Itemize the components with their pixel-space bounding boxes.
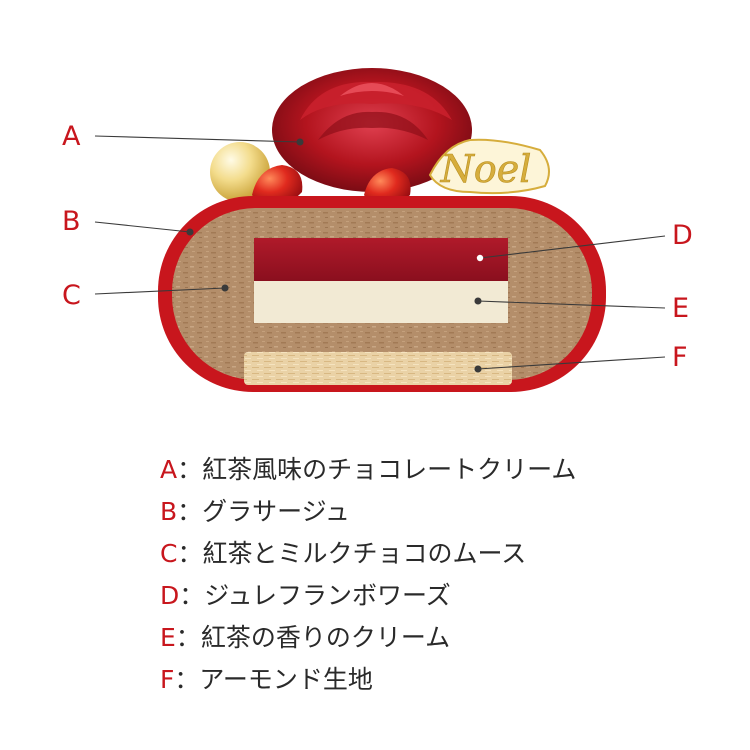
leader-lines xyxy=(94,135,666,373)
callout-label-a: A xyxy=(62,121,81,152)
leader-dot-b xyxy=(186,228,194,236)
legend-item-d: D：ジュレフランボワーズ xyxy=(160,579,720,621)
legend-item-c: C：紅茶とミルクチョコのムース xyxy=(160,537,720,579)
leader-dot-a xyxy=(296,138,304,146)
legend-separator: ： xyxy=(177,455,203,484)
legend-separator: ： xyxy=(179,581,205,610)
legend-letter: A xyxy=(160,455,178,484)
rose-decoration xyxy=(272,68,472,192)
callout-label-b: B xyxy=(62,206,81,237)
jelly-layer xyxy=(254,238,508,281)
legend-separator: ： xyxy=(174,665,200,694)
leader-line-f xyxy=(477,356,666,370)
legend: A：紅茶風味のチョコレートクリーム B：グラサージュ C：紅茶とミルクチョコのム… xyxy=(160,453,720,705)
raspberry-center xyxy=(364,168,411,206)
leader-dot-e xyxy=(474,297,482,305)
legend-letter: E xyxy=(160,623,176,652)
callout-label-c: C xyxy=(62,280,81,311)
legend-letter: F xyxy=(160,665,175,694)
leader-line-b xyxy=(94,221,191,233)
legend-item-f: F：アーモンド生地 xyxy=(160,663,720,705)
sponge-layer xyxy=(244,352,512,385)
leader-line-a xyxy=(94,135,301,143)
leader-line-e xyxy=(477,300,666,309)
legend-item-b: B：グラサージュ xyxy=(160,495,720,537)
legend-item-a: A：紅茶風味のチョコレートクリーム xyxy=(160,453,720,495)
legend-text: アーモンド生地 xyxy=(199,665,373,694)
cake-body xyxy=(158,196,606,392)
legend-item-e: E：紅茶の香りのクリーム xyxy=(160,621,720,663)
leader-dot-f xyxy=(474,365,482,373)
noel-plaque: Noel xyxy=(428,138,550,195)
legend-separator: ： xyxy=(177,539,203,568)
cream-layer xyxy=(254,281,508,323)
plaque-text: Noel xyxy=(440,147,532,191)
callout-label-d: D xyxy=(672,220,693,251)
legend-text: 紅茶の香りのクリーム xyxy=(200,623,451,652)
raspberry-left xyxy=(252,165,303,205)
legend-text: ジュレフランボワーズ xyxy=(204,581,451,610)
legend-letter: D xyxy=(160,581,180,610)
legend-separator: ： xyxy=(175,623,201,652)
leader-line-d xyxy=(479,235,666,259)
legend-letter: B xyxy=(160,497,178,526)
legend-letter: C xyxy=(160,539,178,568)
leader-dot-c xyxy=(221,284,229,292)
leader-line-c xyxy=(94,287,226,295)
callout-label-e: E xyxy=(672,293,690,324)
legend-separator: ： xyxy=(177,497,203,526)
legend-text: 紅茶風味のチョコレートクリーム xyxy=(202,455,577,484)
legend-text: グラサージュ xyxy=(202,497,350,526)
cake-cross-section: Noel xyxy=(94,68,666,392)
callout-label-f: F xyxy=(672,342,688,373)
legend-text: 紅茶とミルクチョコのムース xyxy=(202,539,527,568)
leader-dot-d xyxy=(476,254,484,262)
